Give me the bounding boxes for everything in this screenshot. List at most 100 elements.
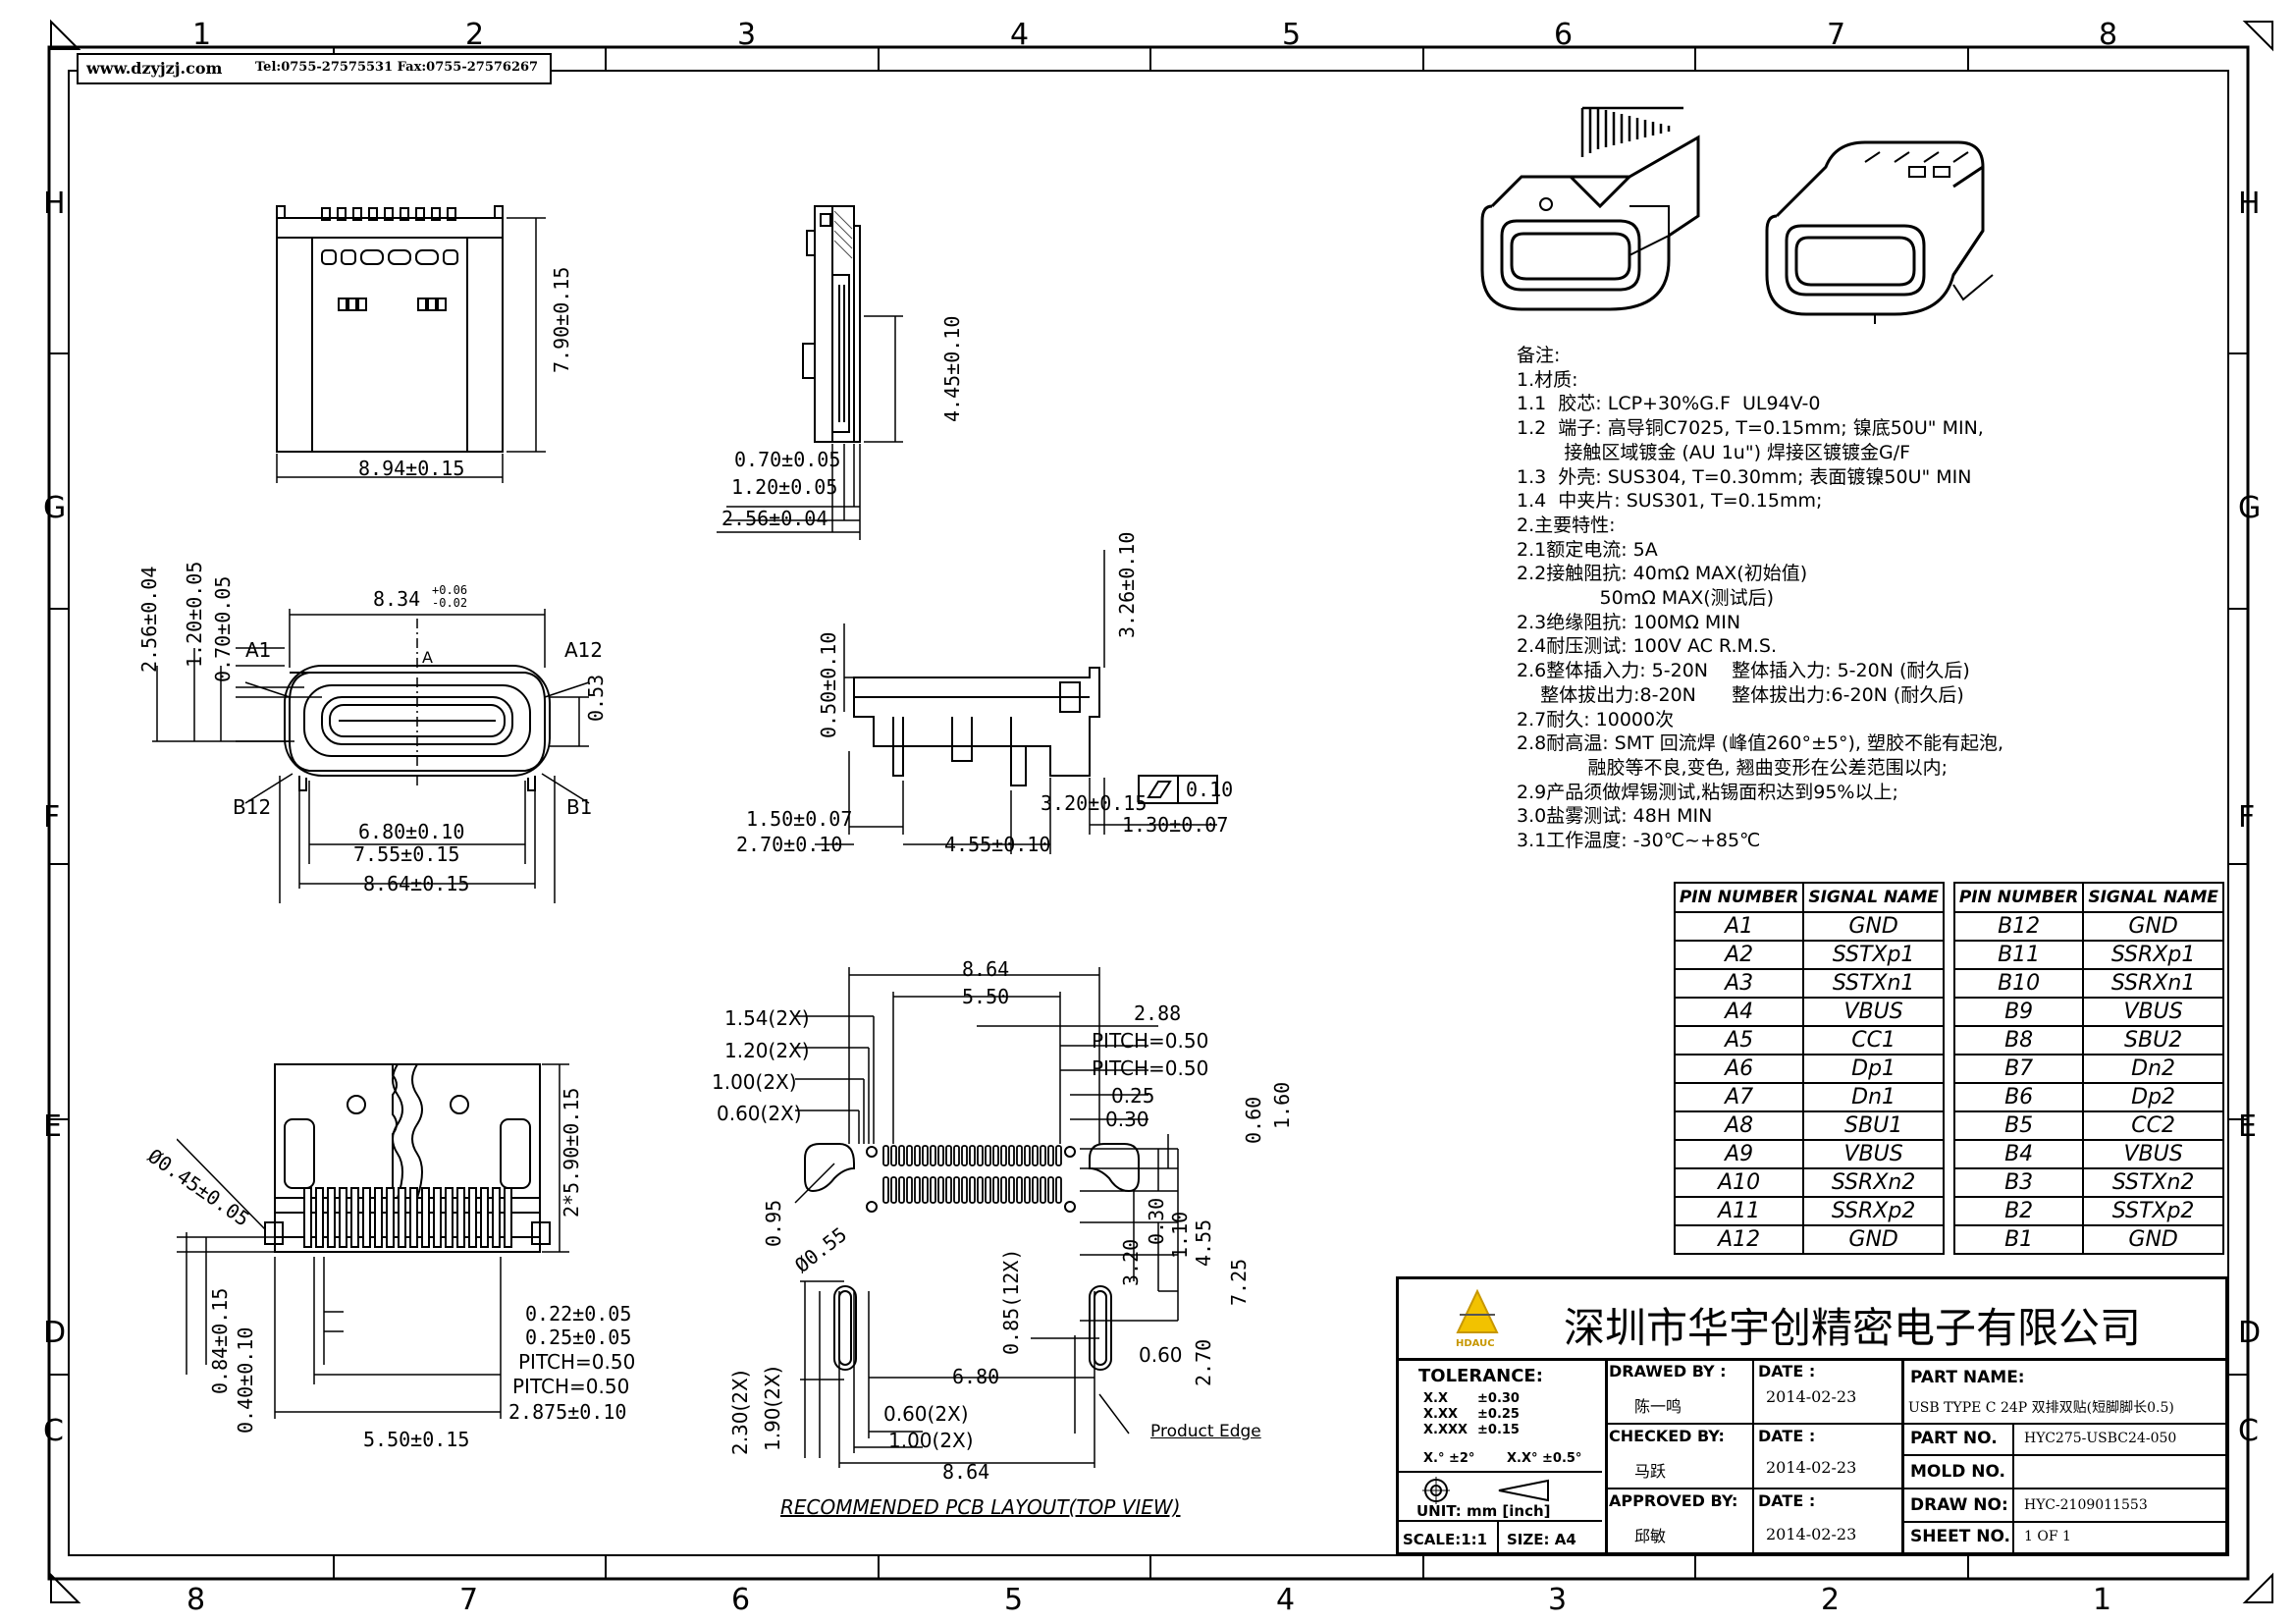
bottom-dim-022: 0.22±0.05 bbox=[525, 1302, 632, 1326]
pcb-dim-455-v: 4.55 bbox=[1192, 1218, 1215, 1267]
pin-number: B6 bbox=[1952, 1082, 2085, 1112]
end-view bbox=[152, 609, 590, 903]
pcb-dim-270-v: 2.70 bbox=[1192, 1338, 1215, 1386]
iso-view-left bbox=[1480, 106, 1700, 311]
tol-xxxx-val: ±0.15 bbox=[1477, 1423, 1520, 1437]
zone-right-c: C bbox=[2238, 1414, 2259, 1448]
profile-dim-050: 0.50±0.10 bbox=[817, 631, 840, 738]
pcb-dim-110-v: 1.10 bbox=[1168, 1211, 1192, 1259]
bottom-view bbox=[177, 1063, 569, 1419]
zone-bottom-3: 3 bbox=[1548, 1583, 1568, 1617]
pin-signal: GND bbox=[1802, 1224, 1945, 1255]
tolerance-label: TOLERANCE: bbox=[1418, 1366, 1543, 1386]
end-dim-680: 6.80±0.10 bbox=[358, 820, 465, 843]
pcb-dim-864-bottom: 8.64 bbox=[942, 1460, 990, 1484]
note-line: 1.1 胶芯: LCP+30%G.F UL94V-0 bbox=[1517, 393, 1821, 415]
tolerance-cell: TOLERANCE: X.X ±0.30 X.XX ±0.25 X.XXX ±0… bbox=[1399, 1358, 1608, 1552]
pcb-dim-100-b: 1.00(2X) bbox=[888, 1429, 974, 1452]
pin-number: A5 bbox=[1673, 1025, 1805, 1056]
side-dim-070: 0.70±0.05 bbox=[734, 448, 841, 471]
profile-dim-150: 1.50±0.07 bbox=[746, 807, 853, 831]
zone-top-8: 8 bbox=[2099, 18, 2118, 52]
zone-right-f: F bbox=[2238, 800, 2256, 835]
zone-bottom-6: 6 bbox=[731, 1583, 751, 1617]
note-line: 2.1额定电流: 5A bbox=[1517, 538, 1658, 561]
end-width-834-tol-up: +0.06 bbox=[432, 583, 468, 597]
pcb-dim-085: 0.85(12X) bbox=[999, 1248, 1023, 1355]
pcb-dim-550: 5.50 bbox=[962, 985, 1010, 1008]
date-label-1: DATE : bbox=[1758, 1362, 1816, 1380]
pcb-dim-100: 1.00(2X) bbox=[712, 1070, 797, 1094]
date-value-3: 2014-02-23 bbox=[1766, 1525, 1857, 1543]
profile-dim-270: 2.70±0.10 bbox=[736, 833, 843, 856]
draw-no-divider bbox=[2012, 1488, 2014, 1521]
projection-symbol-icon bbox=[1422, 1477, 1549, 1504]
tol-angle-2: X.X° ±0.5° bbox=[1507, 1451, 1582, 1466]
part-info: PART NAME: USB TYPE C 24P 双排双贴(短脚脚长0.5) … bbox=[1904, 1358, 2225, 1552]
tol-xx-val: ±0.30 bbox=[1477, 1391, 1520, 1406]
pin-signal: VBUS bbox=[2082, 997, 2224, 1027]
website-link[interactable]: www.dzyjzj.com bbox=[86, 59, 223, 78]
date-row: DATE : 2014-02-23 bbox=[1754, 1423, 1901, 1489]
end-dim-864: 8.64±0.15 bbox=[363, 872, 470, 895]
signoff-row: DRAWED BY : 陈一鸣 bbox=[1605, 1358, 1752, 1425]
pin-signal: SBU2 bbox=[2082, 1025, 2224, 1056]
zone-bottom-7: 7 bbox=[459, 1583, 479, 1617]
front-width-dim: 8.94±0.15 bbox=[358, 457, 465, 480]
pin-number: A10 bbox=[1673, 1167, 1805, 1198]
note-line: 1.3 外壳: SUS304, T=0.30mm; 表面镀镍50U" MIN bbox=[1517, 465, 1972, 488]
label-a1: A1 bbox=[245, 638, 272, 662]
pcb-dim-025: 0.25 bbox=[1111, 1084, 1155, 1108]
pin-signal: Dn2 bbox=[2082, 1054, 2224, 1084]
bottom-dim-040: 0.40±0.10 bbox=[234, 1326, 257, 1434]
date-row: DATE : 2014-02-23 bbox=[1754, 1488, 1901, 1552]
pin-signal: CC1 bbox=[1802, 1025, 1945, 1056]
zone-left-g: G bbox=[43, 491, 67, 525]
bottom-dim-084: 0.84±0.15 bbox=[208, 1287, 232, 1394]
date-label-2: DATE : bbox=[1758, 1427, 1816, 1445]
pin-signal: SSTXn2 bbox=[2082, 1167, 2224, 1198]
note-line: 2.8耐高温: SMT 回流焊 (峰值260°±5°), 塑胶不能有起泡, bbox=[1517, 732, 2004, 755]
pin-number: A6 bbox=[1673, 1054, 1805, 1084]
side-dim-120: 1.20±0.05 bbox=[731, 475, 838, 499]
mold-no-label: MOLD NO. bbox=[1910, 1462, 2005, 1482]
scale-divider bbox=[1497, 1520, 1499, 1552]
zone-left-e: E bbox=[43, 1110, 62, 1144]
end-dim-070: 0.70±0.05 bbox=[211, 575, 235, 682]
checked-by-value: 马跃 bbox=[1634, 1462, 1667, 1481]
pin-number: B1 bbox=[1952, 1224, 2085, 1255]
zone-bottom-5: 5 bbox=[1004, 1583, 1024, 1617]
pin-number: B4 bbox=[1952, 1139, 2085, 1169]
pin-number: A11 bbox=[1673, 1196, 1805, 1226]
pin-number: A8 bbox=[1673, 1110, 1805, 1141]
drawn-by-label: DRAWED BY : bbox=[1609, 1362, 1727, 1380]
note-line: 接触区域镀金 (AU 1u") 焊接区镀镀金G/F bbox=[1517, 441, 1911, 463]
pin-number: A2 bbox=[1673, 940, 1805, 970]
pin-number: B5 bbox=[1952, 1110, 2085, 1141]
pin-number: B10 bbox=[1952, 968, 2085, 999]
zone-top-5: 5 bbox=[1282, 18, 1302, 52]
flatness-tolerance: 0.10 bbox=[1186, 778, 1234, 801]
signoff-row: APPROVED BY: 邱敏 bbox=[1605, 1488, 1752, 1552]
date-value-2: 2014-02-23 bbox=[1766, 1458, 1857, 1477]
zone-top-6: 6 bbox=[1554, 18, 1574, 52]
note-line: 1.2 端子: 高导铜C7025, T=0.15mm; 镍底50U" MIN, bbox=[1517, 417, 1984, 440]
iso-view-right bbox=[1765, 140, 1994, 324]
label-b1: B1 bbox=[566, 795, 593, 819]
zone-bottom-1: 1 bbox=[2093, 1583, 2112, 1617]
side-dim-445: 4.45±0.10 bbox=[940, 315, 964, 422]
tol-xxx: X.XX bbox=[1423, 1407, 1459, 1422]
